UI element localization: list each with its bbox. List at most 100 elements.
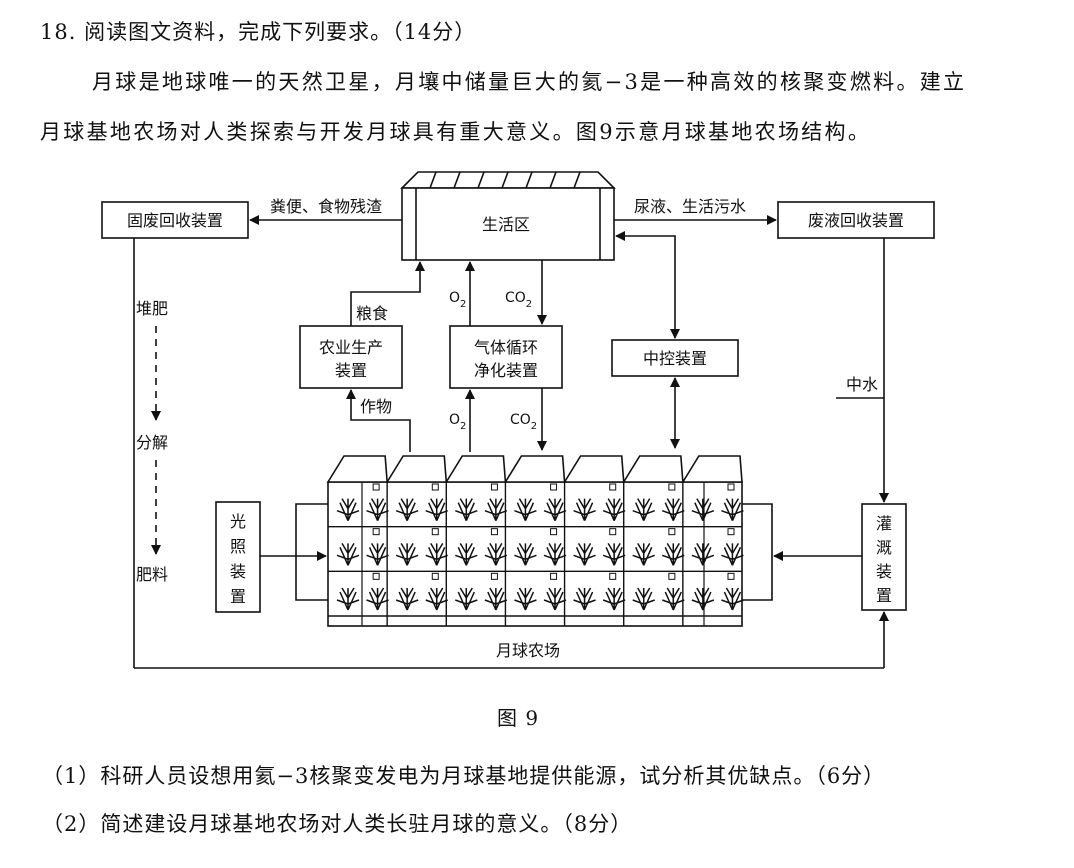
plant — [691, 542, 715, 566]
plant — [455, 498, 478, 521]
liquid-waste-device — [777, 201, 935, 239]
sensor-square — [668, 483, 676, 491]
central-control-device — [611, 339, 739, 377]
solid-waste-device-label: 固废回收装置 — [127, 211, 223, 230]
plant — [632, 498, 655, 521]
plant — [395, 498, 419, 521]
sensor-square — [668, 572, 676, 580]
co2-lower-label: CO2 — [510, 412, 537, 432]
sensor-square — [372, 572, 380, 580]
edge-urine-label: 尿液、生活污水 — [634, 197, 746, 216]
plant — [455, 542, 478, 566]
lighting-char-1: 光 — [230, 512, 246, 531]
irrigation-char-4: 置 — [876, 586, 892, 605]
arrow-crops — [346, 389, 411, 452]
plant — [484, 587, 508, 611]
plant — [455, 587, 478, 611]
sensor-square — [490, 572, 498, 580]
moon-farm: 月球农场 — [326, 455, 744, 660]
plant — [662, 498, 685, 521]
sensor-square — [609, 572, 617, 580]
o2-upper-text: O — [449, 290, 460, 306]
edge-compost-label: 堆肥 — [136, 299, 168, 318]
liquid-waste-device-label: 废液回收装置 — [808, 211, 904, 230]
plant — [425, 542, 448, 566]
o2-lower-label: O2 — [449, 412, 466, 432]
arrow-living-control — [615, 231, 680, 339]
irrigation-char-2: 溉 — [876, 538, 892, 557]
greenhouse-roof — [503, 455, 566, 483]
plant — [395, 587, 419, 611]
plant — [632, 587, 655, 611]
sensor-square — [727, 572, 735, 580]
plant — [662, 587, 685, 611]
plant — [573, 587, 596, 611]
sensor-square — [727, 528, 735, 536]
plant — [336, 498, 360, 521]
sensor-square — [490, 528, 498, 536]
plant — [691, 587, 715, 611]
sensor-square — [431, 483, 439, 491]
plant — [336, 542, 360, 566]
plant — [514, 587, 537, 611]
gas-device-label-1: 气体循环 — [474, 338, 538, 357]
co2-lower-text: CO — [510, 412, 531, 428]
plant — [425, 587, 448, 611]
plant — [395, 542, 419, 566]
greenhouse-roof — [622, 455, 684, 483]
edge-feces-label: 粪便、食物残渣 — [270, 197, 382, 216]
question-paragraph-1: 月球是地球唯一的天然卫星，月壤中储量巨大的氦−3是一种高效的核聚变燃料。建立 — [92, 70, 967, 94]
living-area-building: 生活区 — [400, 171, 616, 261]
plant — [573, 498, 596, 521]
edge-greywater-label: 中水 — [846, 375, 878, 394]
o2-upper-sub: 2 — [460, 299, 466, 310]
plant — [543, 542, 567, 566]
agri-production-device — [299, 325, 403, 389]
plant — [425, 498, 448, 521]
sensor-square — [550, 483, 558, 491]
irrigation-device — [861, 503, 907, 611]
question-paragraph-2: 月球基地农场对人类探索与开发月球具有重大意义。图9示意月球基地农场结构。 — [40, 120, 872, 144]
plant — [484, 498, 508, 521]
lighting-bracket — [295, 503, 328, 601]
sensor-square — [550, 572, 558, 580]
plant — [366, 542, 389, 566]
farm-body — [327, 481, 743, 627]
o2-upper-label: O2 — [449, 290, 466, 310]
o2-lower-text: O — [449, 412, 460, 428]
plant — [721, 542, 744, 566]
lighting-char-4: 置 — [230, 587, 246, 606]
co2-upper-sub: 2 — [526, 299, 532, 310]
sub-question-1: （1）科研人员设想用氦−3核聚变发电为月球基地提供能源，试分析其优缺点。（6分） — [42, 764, 886, 788]
plant — [514, 498, 537, 521]
greenhouse-roof — [326, 455, 389, 483]
plant — [691, 498, 715, 521]
plant — [632, 542, 655, 566]
agri-device-label-1: 农业生产 — [319, 338, 383, 357]
plant — [573, 542, 596, 566]
greenhouse-roof — [444, 455, 507, 483]
living-area-label: 生活区 — [482, 215, 530, 234]
sensor-square — [550, 528, 558, 536]
plant — [366, 587, 389, 611]
plant — [336, 587, 360, 611]
plant — [662, 542, 685, 566]
plant — [602, 587, 626, 611]
sensor-square — [372, 483, 380, 491]
plant — [514, 542, 537, 566]
irrigation-bracket — [742, 503, 773, 601]
sensor-square — [431, 572, 439, 580]
lighting-char-3: 装 — [230, 562, 246, 581]
farm-structure — [326, 455, 744, 626]
edge-decompose-label: 分解 — [136, 433, 168, 452]
plant — [543, 587, 567, 611]
agri-device-label-2: 装置 — [335, 361, 367, 380]
edge-fertilizer-label: 肥料 — [136, 565, 168, 584]
greenhouse-roof — [681, 455, 743, 483]
plant — [484, 542, 508, 566]
plant — [721, 587, 744, 611]
gas-circulation-device — [449, 325, 563, 389]
edge-grain-label: 粮食 — [356, 304, 388, 323]
sensor-square — [668, 528, 676, 536]
irrigation-char-1: 灌 — [876, 514, 892, 533]
